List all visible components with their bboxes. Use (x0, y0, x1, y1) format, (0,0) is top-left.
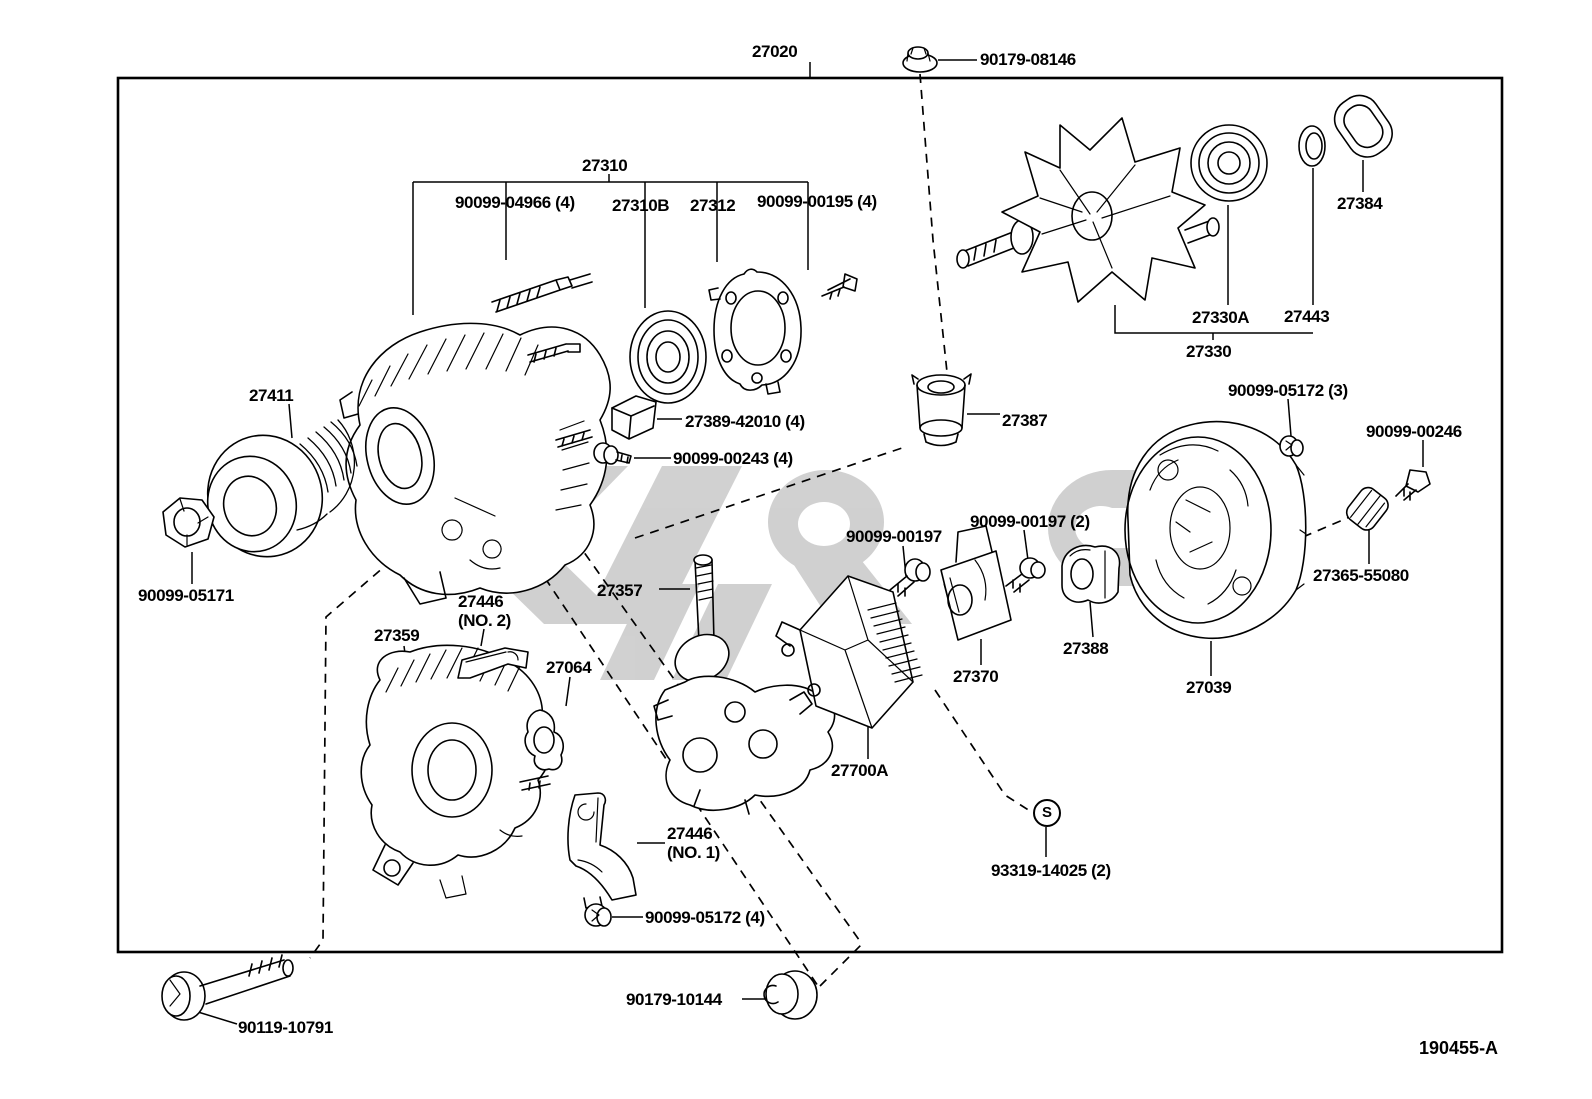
plug-27365-55080-drawing (1345, 486, 1389, 531)
part-label-27384: 27384 (1337, 194, 1383, 213)
part-label-27446-no2: 27446(NO. 2) (458, 592, 511, 630)
part-label-90099-00197-2: 90099-00197 (2) (970, 512, 1090, 531)
part-label-90179-10144: 90179-10144 (626, 990, 722, 1009)
front-bracket-stator-drawing (339, 273, 611, 605)
part-label-90099-05172-4: 90099-05172 (4) (645, 908, 765, 927)
part-label-27446-no1: 27446(NO. 1) (667, 824, 720, 862)
bracket-27388-drawing (1061, 544, 1121, 604)
nut-90099-05172-4-drawing (584, 903, 612, 927)
bolt-90099-00197-2-drawing (1005, 557, 1046, 593)
part-label-90099-00243: 90099-00243 (4) (673, 449, 793, 468)
washer-27443-drawing (1298, 125, 1326, 167)
part-label-90099-00246: 90099-00246 (1366, 422, 1462, 441)
rotor-27330-drawing (956, 117, 1220, 303)
retainer-27312-drawing (708, 268, 802, 395)
part-label-27443: 27443 (1284, 307, 1330, 326)
bracket-27446-no1-drawing (567, 792, 637, 909)
part-label-90119-10791: 90119-10791 (238, 1018, 333, 1037)
part-label-27039: 27039 (1186, 678, 1232, 697)
substitution-symbol-s: S (1033, 799, 1061, 827)
part-label-27700A: 27700A (831, 761, 889, 780)
part-label-27446-no1-line2: (NO. 1) (667, 843, 720, 862)
part-label-27446-no2-line1: 27446 (458, 592, 504, 611)
condenser-27370-drawing (940, 525, 1012, 641)
part-label-27446-no2-line2: (NO. 2) (458, 611, 511, 630)
part-label-27330A: 27330A (1192, 308, 1250, 327)
part-label-27064: 27064 (546, 658, 592, 677)
insulator-27389-42010-drawing (611, 395, 657, 440)
insulator-27387-drawing (911, 373, 972, 447)
leader-lines (191, 59, 1424, 1025)
rectifier-27700A-drawing (775, 575, 923, 729)
bearing-27310B-drawing (629, 310, 707, 404)
part-label-90099-00197: 90099-00197 (846, 527, 942, 546)
figure-number: 190455-A (1419, 1038, 1499, 1058)
part-label-93319-14025: 93319-14025 (2) (991, 861, 1111, 880)
rear-bracket-27359-drawing (360, 644, 552, 899)
part-label-90099-04966: 90099-04966 (4) (455, 193, 575, 212)
part-label-27411: 27411 (249, 386, 294, 405)
part-label-27359: 27359 (374, 626, 420, 645)
bolt-90099-00197-drawing (889, 558, 931, 597)
clamp-27446-no2-drawing (457, 647, 529, 679)
brush-holder-27357-drawing (653, 554, 836, 815)
part-label-90099-05172-3: 90099-05172 (3) (1228, 381, 1348, 400)
nut-90099-05172-3-drawing (1279, 435, 1304, 457)
nut-90179-08146-drawing (902, 46, 938, 73)
part-label-27389-42010: 27389-42010 (4) (685, 412, 805, 431)
part-label-90179-08146: 90179-08146 (980, 50, 1076, 69)
part-label-27310: 27310 (582, 156, 628, 175)
part-label-27365-55080: 27365-55080 (1313, 566, 1409, 585)
bearing-27330A-drawing (1190, 124, 1268, 202)
part-label-27370: 27370 (953, 667, 999, 686)
bolt-90099-00246-drawing (1395, 469, 1431, 501)
part-label-27446-no1-line1: 27446 (667, 824, 713, 843)
rear-cover-27039-drawing (1124, 420, 1307, 640)
bolt-90099-00195-drawing (821, 273, 858, 300)
part-label-27387: 27387 (1002, 411, 1048, 430)
part-label-27312: 27312 (690, 196, 736, 215)
part-label-27388: 27388 (1063, 639, 1109, 658)
part-label-27330: 27330 (1186, 342, 1232, 361)
nut-90179-10144-drawing (763, 970, 818, 1020)
cover-27384-drawing (1333, 94, 1393, 158)
pulley-27411-drawing (206, 419, 358, 558)
screw-90099-00243-drawing (593, 442, 632, 465)
nut-90099-05171-drawing (162, 497, 215, 548)
bolt-90119-10791-drawing (161, 954, 294, 1021)
part-label-90099-00195: 90099-00195 (4) (757, 192, 877, 211)
part-label-90099-05171: 90099-05171 (138, 586, 234, 605)
part-label-27020: 27020 (752, 42, 798, 61)
plate-27064-drawing (524, 709, 564, 771)
part-label-27357: 27357 (597, 581, 643, 600)
part-label-27310B: 27310B (612, 196, 670, 215)
